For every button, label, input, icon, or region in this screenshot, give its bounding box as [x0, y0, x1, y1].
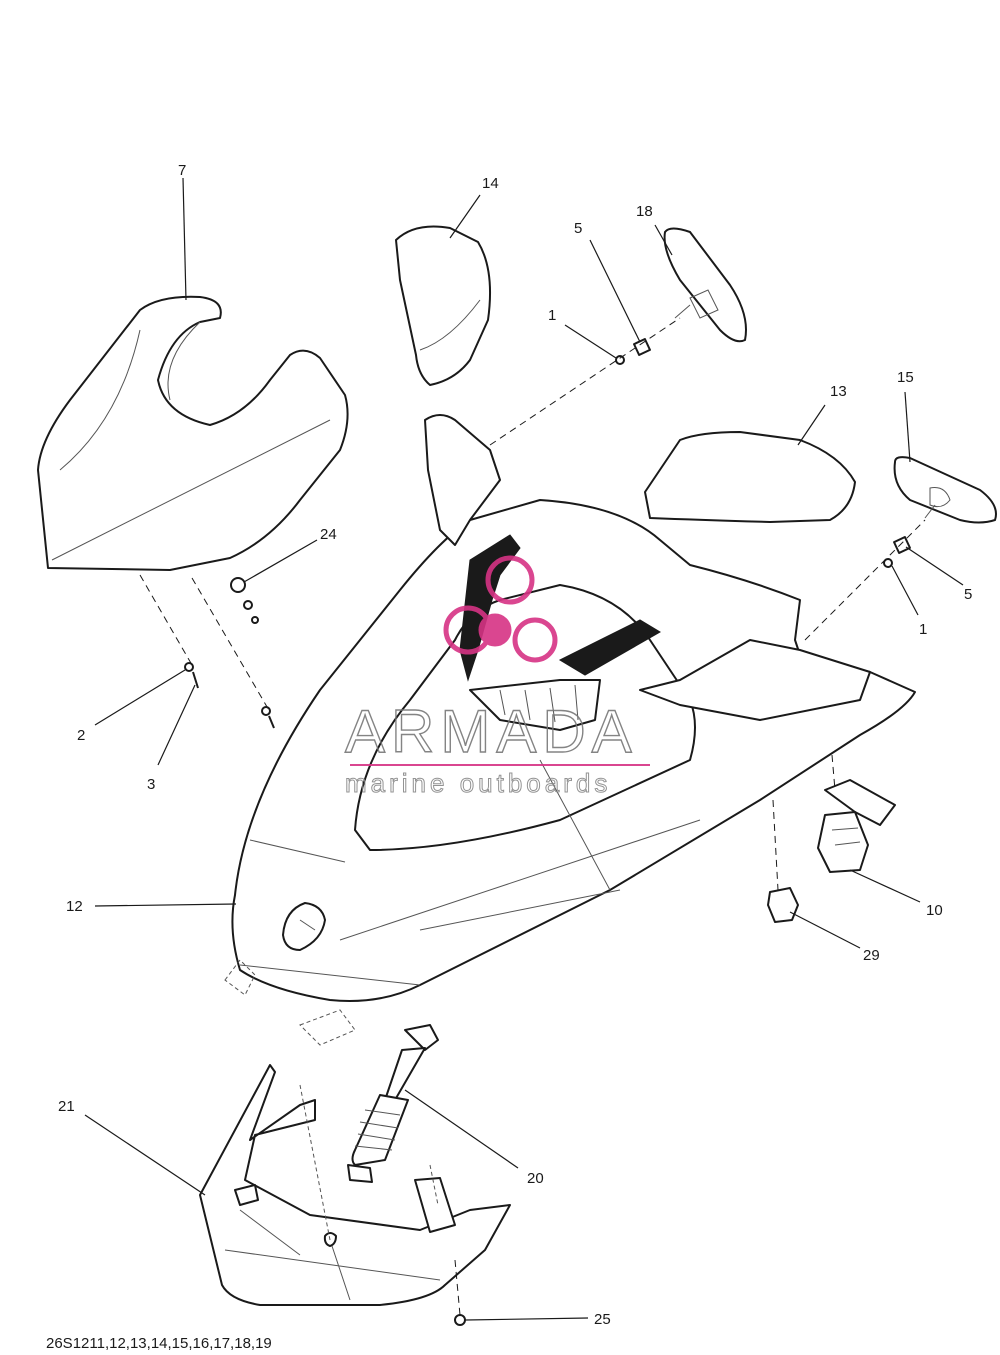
part-hood: [224, 414, 916, 1046]
callout-18: 18: [636, 203, 653, 220]
assembly-dashed-lines: [139, 317, 926, 1316]
part-side-panel-lower: [644, 431, 856, 523]
callout-24: 24: [320, 526, 337, 543]
callout-21: 21: [58, 1098, 75, 1115]
callout-29: 29: [863, 947, 880, 964]
callout-25: 25: [594, 1311, 611, 1328]
part-gas-spring: [347, 1024, 439, 1183]
callout-7: 7: [178, 162, 186, 179]
watermark-tagline: marine outboards: [345, 768, 611, 798]
callout-1-right: 1: [919, 621, 927, 638]
part-mirror-left: [663, 227, 747, 343]
part-latch: [817, 779, 896, 873]
callout-12: 12: [66, 898, 83, 915]
callout-14: 14: [482, 175, 499, 192]
part-glove-box: [199, 1064, 511, 1306]
callout-labels: 7 14 18 5 1 15 13 24 5 1 2 3 12 10 29 21…: [58, 162, 972, 1328]
part-hardware: [184, 338, 911, 1326]
watermark-logo-icon: [443, 555, 558, 663]
part-seat-cover: [37, 295, 349, 571]
callout-20: 20: [527, 1170, 544, 1187]
callout-1: 1: [548, 307, 556, 324]
part-clip: [767, 887, 799, 923]
callout-5-right: 5: [964, 586, 972, 603]
part-mirror-right: [893, 456, 997, 524]
callout-10: 10: [926, 902, 943, 919]
leader-lines: [84, 177, 964, 1321]
callout-5: 5: [574, 220, 582, 237]
callout-2: 2: [77, 727, 85, 744]
callout-15: 15: [897, 369, 914, 386]
watermark-name: ARMADA: [345, 698, 638, 765]
part-side-panel-upper: [395, 225, 492, 386]
watermark: ARMADA marine outboards: [344, 555, 650, 799]
callout-3: 3: [147, 776, 155, 793]
reference-code: 26S1211,12,13,14,15,16,17,18,19: [46, 1335, 272, 1352]
callout-13: 13: [830, 383, 847, 400]
